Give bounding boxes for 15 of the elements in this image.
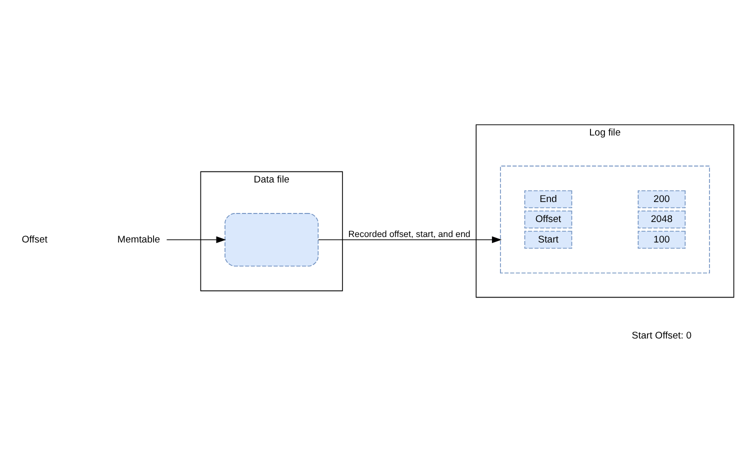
node-box: 2048 — [638, 210, 686, 228]
node-box: End — [524, 190, 572, 208]
node-box — [224, 212, 319, 266]
node-box: 100 — [638, 230, 686, 248]
cluster — [500, 165, 710, 273]
arrow — [166, 236, 226, 243]
edge-label: Recorded offset, start, and end — [348, 228, 470, 239]
arrow — [318, 236, 502, 243]
node-box: Offset — [524, 210, 572, 228]
node-box: Start — [524, 230, 572, 248]
label: Offset — [22, 234, 48, 245]
label: Start Offset: 0 — [632, 330, 692, 342]
cluster: Data file — [200, 170, 343, 291]
node-box: 200 — [638, 190, 686, 208]
node-text: Memtable — [117, 234, 160, 245]
